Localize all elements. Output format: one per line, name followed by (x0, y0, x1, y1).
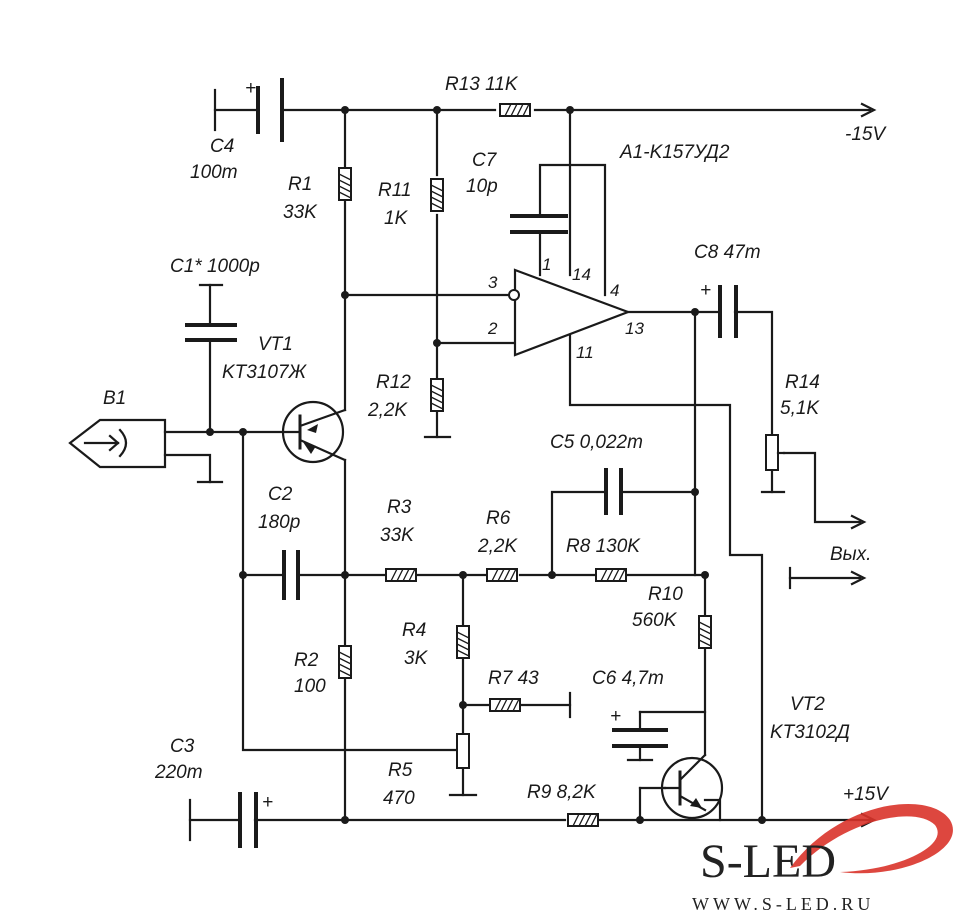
c4-name: C4 (210, 136, 234, 157)
junctions (206, 106, 766, 824)
logo-url: WWW.S-LED.RU (692, 894, 874, 914)
resistor-r13 (499, 103, 531, 117)
r11-name: R11 (378, 180, 411, 201)
minus15-label: -15V (845, 124, 887, 145)
pin-1: 1 (542, 255, 551, 274)
r8-label: R8 130K (566, 536, 641, 557)
pin-13: 13 (625, 319, 644, 338)
plus15-label: +15V (843, 784, 890, 805)
r14-name: R14 (785, 372, 820, 393)
resistor-r11 (430, 178, 444, 212)
vt1-type: KT3107Ж (222, 362, 308, 383)
r12-value: 2,2K (367, 400, 408, 421)
r10-name: R10 (648, 584, 683, 605)
resistor-r7 (489, 698, 521, 712)
c3-plus: + (262, 792, 273, 813)
r11-value: 1K (384, 208, 409, 229)
capacitor-c1 (185, 323, 237, 342)
r6-name: R6 (486, 508, 511, 529)
r5-value: 470 (383, 788, 415, 809)
pin-14: 14 (572, 265, 591, 284)
resistor-r10 (698, 615, 712, 649)
c2-name: C2 (268, 484, 293, 505)
resistor-r4 (456, 625, 470, 659)
r1-value: 33K (283, 202, 318, 223)
logo-text: S-LED (700, 835, 836, 888)
r2-value: 100 (294, 676, 326, 697)
labels: C4 100m R13 11K -15V A1-K157УД2 R1 33K R… (103, 74, 890, 809)
resistor-r1 (338, 167, 352, 201)
r7-label: R7 43 (488, 668, 539, 689)
s-led-logo: S-LED WWW.S-LED.RU (692, 803, 953, 914)
c5-label: C5 0,022m (550, 432, 643, 453)
r10-value: 560K (632, 610, 678, 631)
c3-value: 220m (154, 762, 203, 783)
pin-11: 11 (576, 343, 594, 362)
r3-name: R3 (387, 497, 412, 518)
capacitor-c2 (282, 550, 300, 600)
logo-swoosh-icon (790, 803, 953, 874)
pin-4: 4 (610, 281, 619, 300)
c4-value: 100m (190, 162, 238, 183)
capacitor-c3: + (238, 792, 273, 848)
a1-label: A1-K157УД2 (619, 142, 730, 163)
b1-label: B1 (103, 388, 126, 409)
r1-name: R1 (288, 174, 312, 195)
capacitor-c5 (604, 468, 623, 515)
c8-label: C8 47m (694, 242, 761, 263)
potentiometer-r5 (456, 733, 470, 769)
resistor-r6 (486, 568, 518, 582)
r6-value: 2,2K (477, 536, 518, 557)
c1-label: C1* 1000p (170, 256, 260, 277)
r13-label: R13 11K (445, 74, 519, 95)
vt2-type: KT3102Д (770, 722, 850, 743)
c4-plus: + (245, 78, 256, 99)
capacitor-c4: + (245, 78, 284, 142)
resistor-r3 (385, 568, 417, 582)
resistor-r8 (595, 568, 627, 582)
c6-label: C6 4,7m (592, 668, 664, 689)
c8-plus: + (700, 280, 711, 301)
r9-label: R9 8,2K (527, 782, 597, 803)
resistor-r12 (430, 378, 444, 412)
r3-value: 33K (380, 525, 415, 546)
c7-name: C7 (472, 150, 498, 171)
vt2-name: VT2 (790, 694, 825, 715)
resistor-r2 (338, 645, 352, 679)
output-label: Вых. (830, 544, 871, 565)
pin-2: 2 (487, 319, 498, 338)
capacitor-c6: + (610, 706, 668, 748)
microphone-b1 (68, 418, 167, 469)
vt1-name: VT1 (258, 334, 293, 355)
capacitor-c7 (510, 214, 568, 234)
c2-value: 180p (258, 512, 300, 533)
capacitor-c8: + (700, 280, 738, 338)
r12-name: R12 (376, 372, 411, 393)
transistor-vt1 (281, 400, 347, 464)
potentiometer-r14 (765, 434, 786, 471)
r5-name: R5 (388, 760, 413, 781)
transistor-vt2 (660, 753, 724, 820)
opamp-a1 (508, 268, 632, 357)
c3-name: C3 (170, 736, 195, 757)
c6-plus: + (610, 706, 621, 727)
c7-value: 10p (466, 176, 498, 197)
r4-value: 3K (404, 648, 429, 669)
r4-name: R4 (402, 620, 426, 641)
pin-3: 3 (488, 273, 498, 292)
r14-value: 5,1K (780, 398, 820, 419)
r2-name: R2 (294, 650, 319, 671)
resistor-r9 (567, 813, 599, 827)
opamp-pins: 1 14 4 3 2 13 11 (487, 255, 644, 362)
